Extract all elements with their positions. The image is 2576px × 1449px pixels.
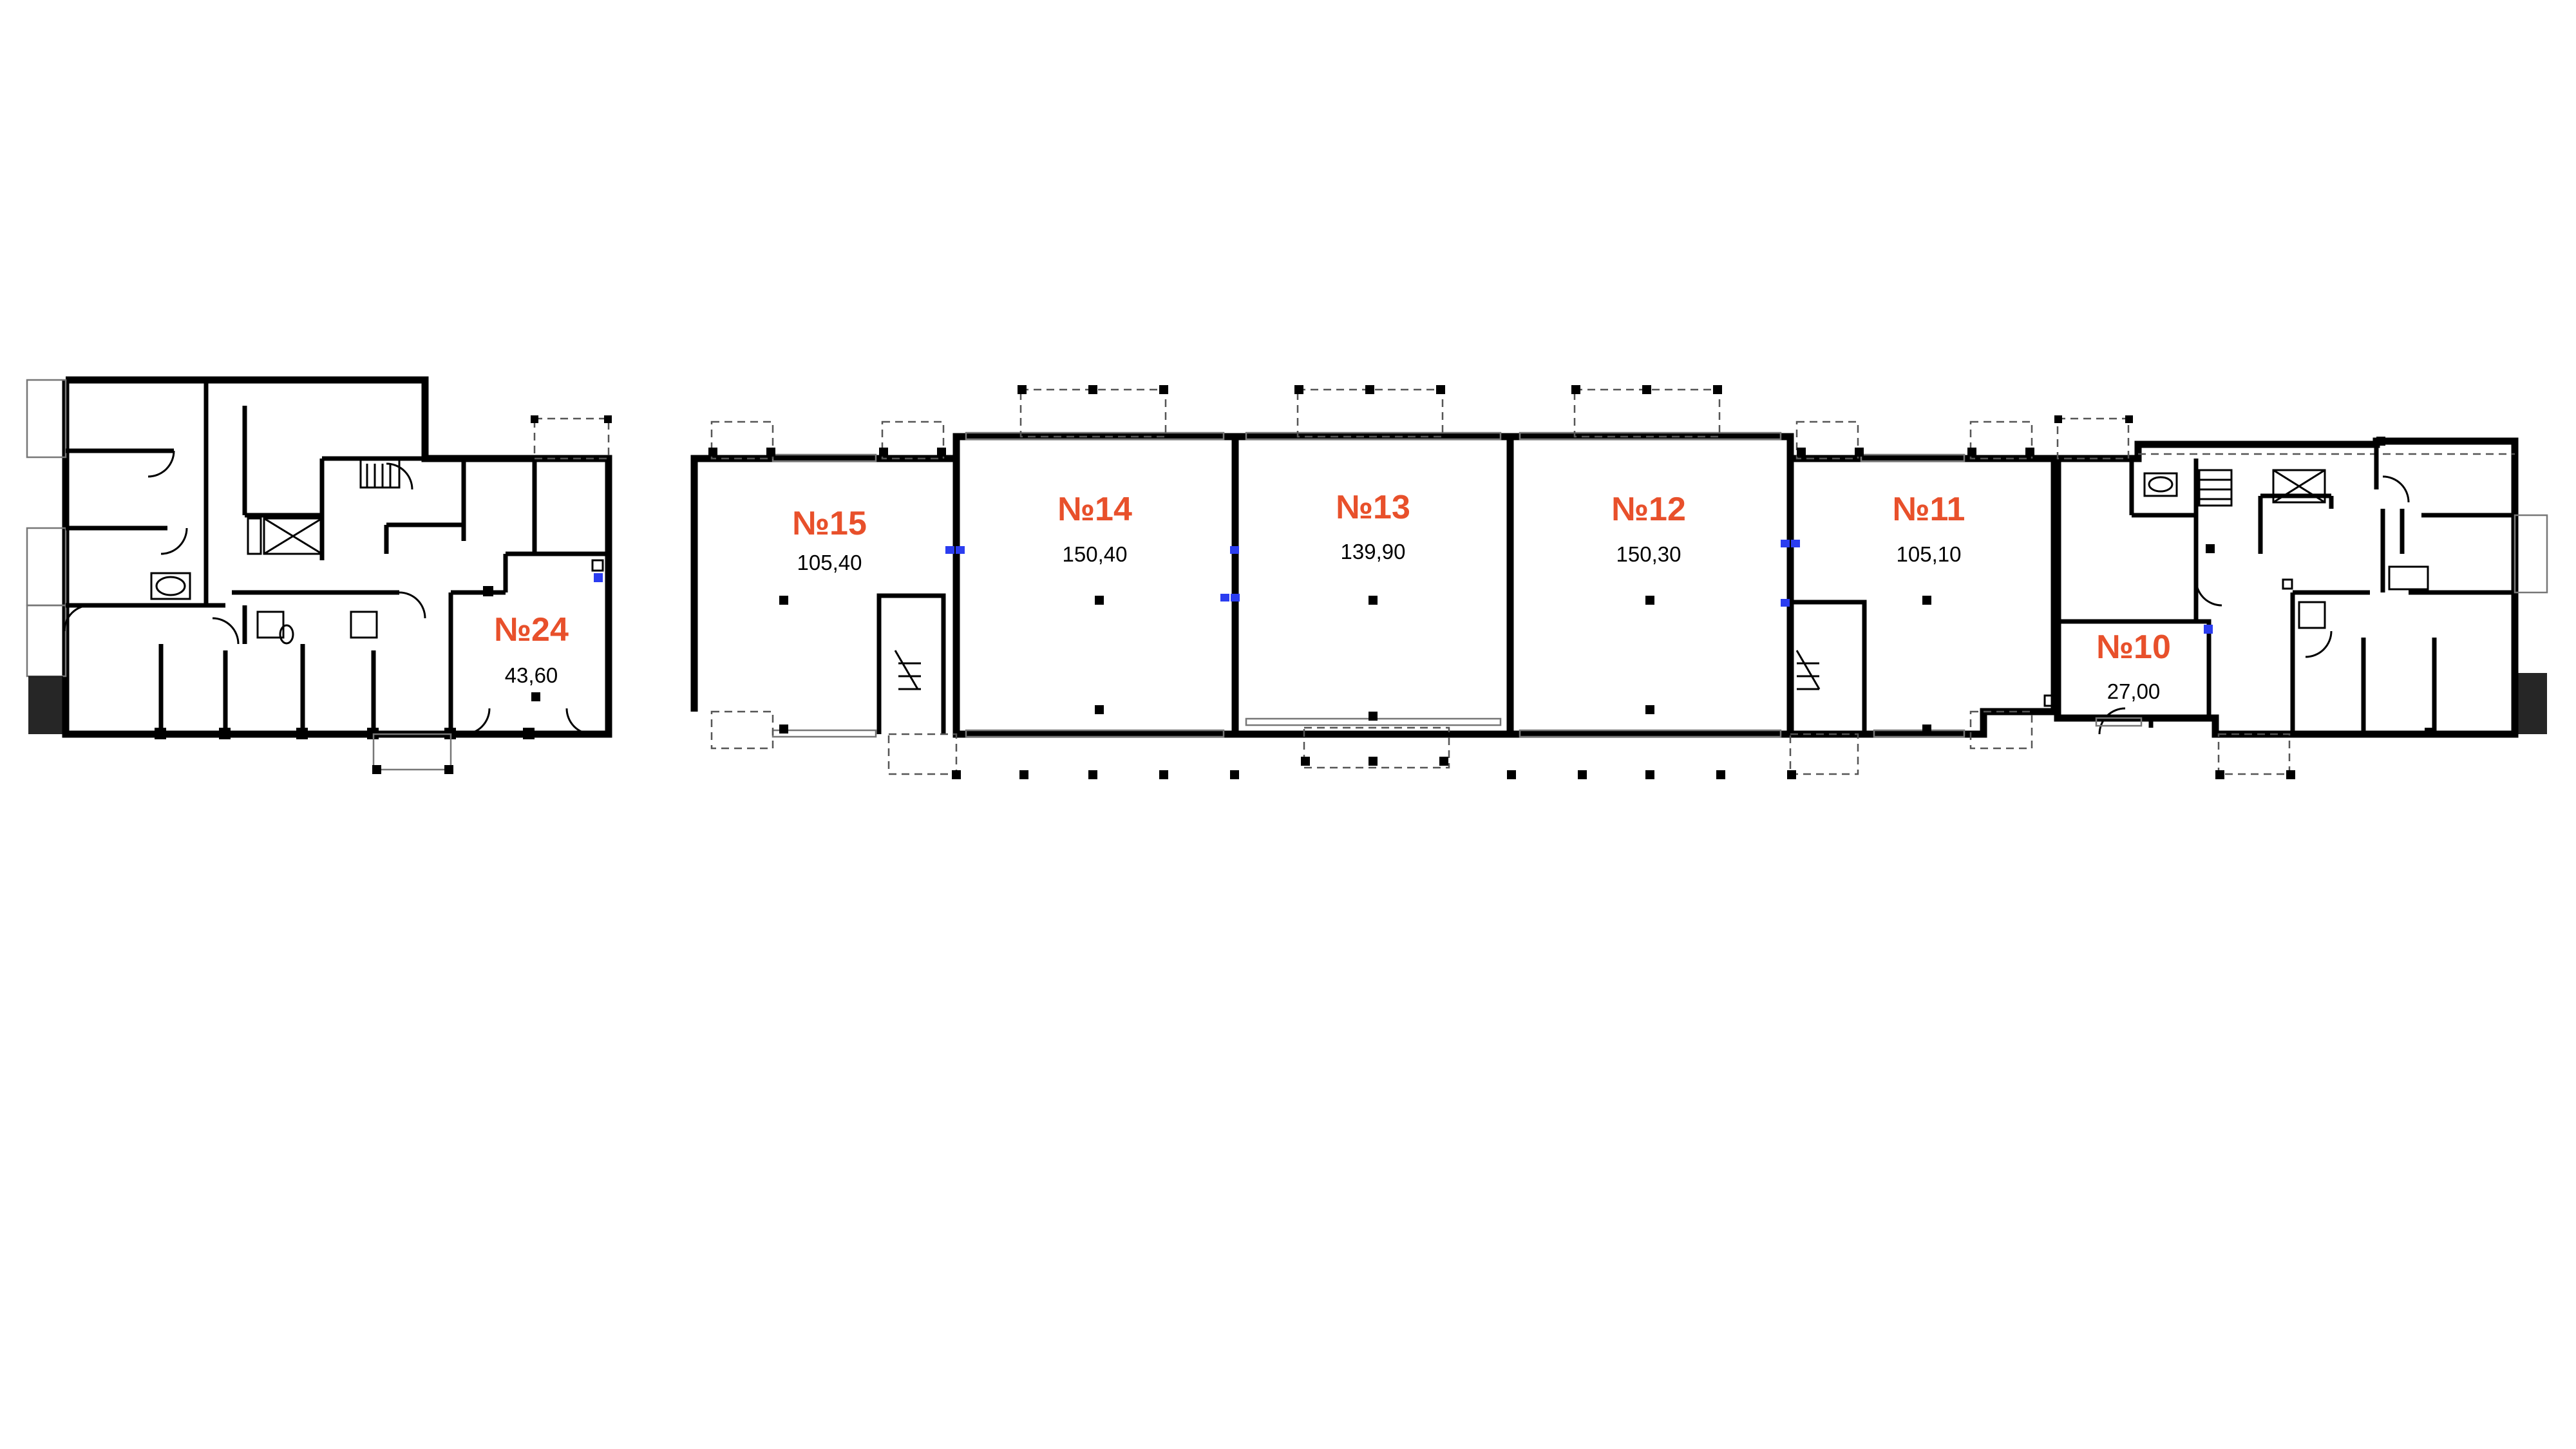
left-stair [359, 457, 401, 489]
unit-24[interactable]: №24 43,60 [494, 611, 569, 687]
unit-10-area: 27,00 [2107, 679, 2161, 703]
left-doors [63, 450, 593, 735]
unit-15-area: 105,40 [797, 551, 862, 574]
elevator-icon-right [2272, 469, 2326, 504]
left-internal-walls [66, 383, 609, 734]
left-columns [155, 586, 540, 739]
right-building: №10 27,00 [2043, 415, 2548, 779]
valve-icons [945, 540, 1800, 607]
unit-11-number: №11 [1893, 491, 1965, 528]
left-bay-windows [26, 379, 67, 734]
middle-building: №15 105,40 №14 150,40 №13 139,90 №12 150… [690, 385, 2058, 779]
unit-24-area: 43,60 [505, 663, 558, 687]
unit-13[interactable]: №13 139,90 [1336, 489, 1410, 564]
unit-14-area: 150,40 [1063, 542, 1128, 566]
unit-10[interactable]: №10 27,00 [2096, 629, 2171, 703]
right-stair [2198, 469, 2233, 507]
left-building: №24 43,60 [26, 376, 612, 774]
right-columns [2054, 415, 2434, 779]
unit-10-number: №10 [2096, 629, 2171, 666]
middle-columns [708, 385, 2034, 779]
unit-24-number: №24 [494, 611, 569, 649]
canopies [710, 388, 2033, 775]
left-bathroom-fixtures [150, 572, 378, 645]
valve-icon-right [2204, 625, 2213, 634]
stair-core-11 [1790, 600, 1867, 734]
unit-15-number: №15 [792, 505, 867, 542]
facade-windows [772, 431, 1965, 738]
stair-core-15 [876, 593, 946, 734]
right-internal-walls [2129, 441, 2515, 734]
unit-11[interactable]: №11 105,10 [1893, 491, 1965, 566]
right-bathroom-fixtures [2043, 472, 2429, 707]
unit-13-number: №13 [1336, 489, 1410, 526]
elevator-icon [247, 517, 323, 555]
unit-12-area: 150,30 [1616, 542, 1681, 566]
unit-12[interactable]: №12 150,30 [1611, 491, 1686, 566]
unit-13-area: 139,90 [1341, 540, 1406, 564]
unit-15[interactable]: №15 105,40 [792, 505, 867, 574]
right-doors [2098, 475, 2410, 735]
unit-14[interactable]: №14 150,40 [1057, 491, 1132, 566]
unit-11-area: 105,10 [1897, 542, 1962, 566]
unit-12-number: №12 [1611, 491, 1686, 528]
unit-14-number: №14 [1057, 491, 1132, 528]
valve-icon [594, 573, 603, 582]
